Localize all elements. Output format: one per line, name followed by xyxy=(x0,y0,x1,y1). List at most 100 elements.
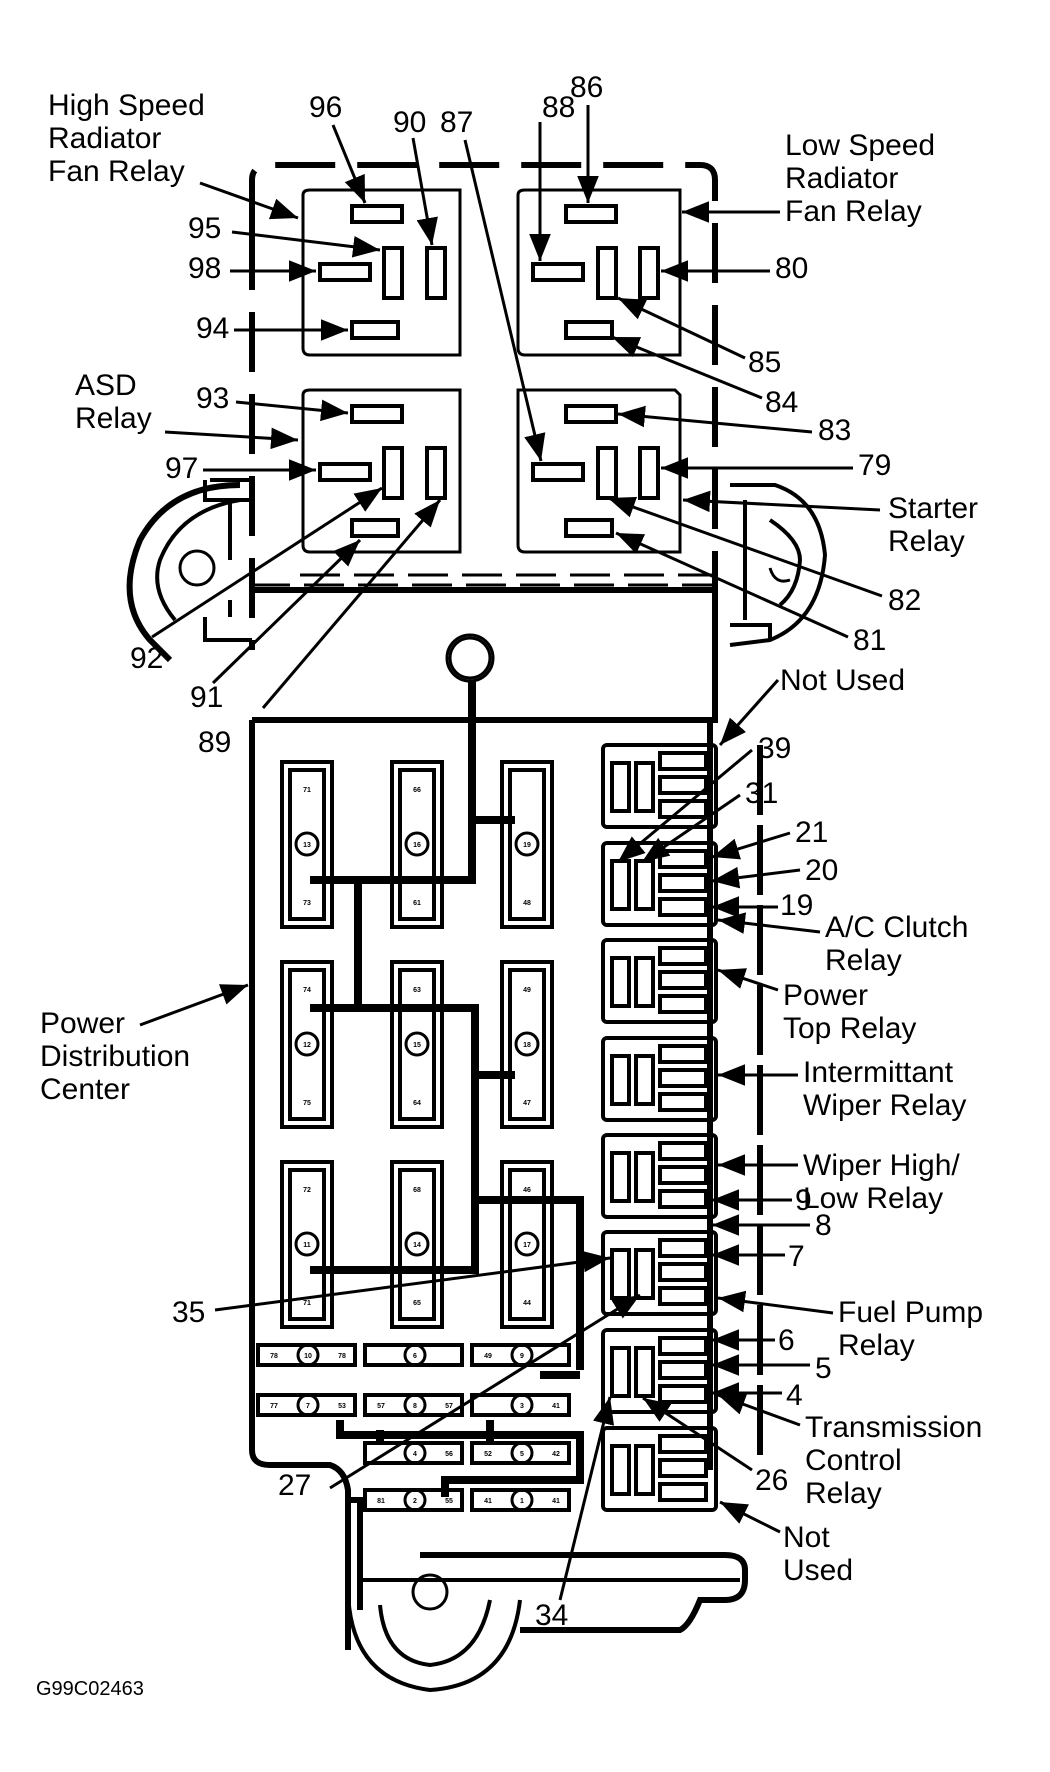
mini-fuse-6[interactable]: 6 xyxy=(363,1343,464,1367)
fuse-outer xyxy=(280,1160,334,1329)
fuse-number-ring-icon xyxy=(510,1343,534,1367)
relay-body xyxy=(601,1133,718,1219)
leader-arrow xyxy=(719,1500,781,1534)
relay-low-speed-fan[interactable] xyxy=(516,188,682,357)
relay-power-top[interactable] xyxy=(601,938,718,1024)
fuse-number: 15 xyxy=(413,1042,421,1049)
relay-pin xyxy=(658,1189,708,1209)
label-not-used-top: Not Used xyxy=(780,664,905,697)
terminal-label-19: 19 xyxy=(780,889,813,922)
relay-high-speed-fan[interactable] xyxy=(301,188,462,357)
leader-arrow xyxy=(617,405,813,434)
fuse-number-ring-icon xyxy=(404,831,430,857)
relay-pin xyxy=(658,897,708,917)
fuse-number-ring-icon xyxy=(296,1393,320,1417)
leader-arrow xyxy=(199,181,299,220)
fuse-outer xyxy=(500,1160,554,1329)
label-wiper-high-low-relay: Wiper High/Low Relay xyxy=(803,1149,960,1215)
relay-pin xyxy=(658,1360,708,1380)
relay-pin xyxy=(658,1092,708,1112)
fuse-number-ring-icon xyxy=(294,1031,320,1057)
relay-pin xyxy=(610,1346,631,1398)
leader-arrow xyxy=(235,399,349,422)
relay-pin xyxy=(610,1444,631,1496)
relay-pin xyxy=(658,1336,708,1356)
cartridge-fuse-grid: 1371731666611948127475156364184947117271… xyxy=(280,760,554,1329)
mini-fuse-9[interactable]: 949 xyxy=(470,1343,571,1367)
leader-arrow xyxy=(642,1396,753,1472)
relay-pin xyxy=(658,775,708,795)
relay-pin xyxy=(634,1248,655,1300)
terminal-label-88: 88 xyxy=(542,91,575,124)
relay-ac-clutch[interactable] xyxy=(601,841,718,927)
relay-pin xyxy=(658,970,708,990)
fuse-number: 3 xyxy=(520,1403,524,1410)
fuse-cavity-right: 55 xyxy=(445,1498,453,1505)
relay-pin xyxy=(634,859,655,911)
relay-starter[interactable] xyxy=(516,388,682,554)
terminal-88 xyxy=(531,262,585,282)
bottom-mount-hole-icon xyxy=(411,1573,449,1611)
fuse-cavity-top: 63 xyxy=(413,987,421,994)
terminal-label-8: 8 xyxy=(815,1209,832,1242)
relay-pin xyxy=(658,1458,708,1478)
fuse-inner xyxy=(288,1168,326,1321)
fuse-number: 19 xyxy=(523,842,531,849)
relay-fuel-pump[interactable] xyxy=(601,1230,718,1316)
relay-wiper-high-low[interactable] xyxy=(601,1133,718,1219)
relay-asd[interactable] xyxy=(301,388,462,554)
terminal-label-26: 26 xyxy=(755,1464,788,1497)
terminal-85 xyxy=(596,246,618,300)
relay-not-used-bottom[interactable] xyxy=(601,1426,718,1512)
leader-arrow xyxy=(617,748,753,864)
relay-pin xyxy=(658,994,708,1014)
terminal-86 xyxy=(564,204,618,224)
terminal-94 xyxy=(350,320,400,340)
fuse-cavity-top: 68 xyxy=(413,1187,421,1194)
fuse-number-ring-icon xyxy=(403,1488,427,1512)
leader-arrow xyxy=(331,124,367,204)
relay-intermittent-wiper[interactable] xyxy=(601,1036,718,1122)
fuse-cavity-bottom: 48 xyxy=(523,900,531,907)
terminal-label-4: 4 xyxy=(786,1379,803,1412)
terminal-label-81: 81 xyxy=(853,624,886,657)
fuse-cavity-top: 72 xyxy=(303,1187,311,1194)
relay-transmission-control[interactable] xyxy=(601,1328,718,1414)
relay-not-used-top[interactable] xyxy=(601,743,718,829)
fuse-cavity-top: 66 xyxy=(413,787,421,794)
relay-body xyxy=(601,1230,718,1316)
fuse-cavity-bottom: 71 xyxy=(303,1300,311,1307)
terminal-label-31: 31 xyxy=(745,777,778,810)
fuse-number-ring-icon xyxy=(514,831,540,857)
fuse-number: 1 xyxy=(520,1498,524,1505)
fuse-cavity-right: 78 xyxy=(338,1353,346,1360)
terminal-81 xyxy=(564,518,614,538)
fuse-number: 16 xyxy=(413,842,421,849)
terminal-label-86: 86 xyxy=(570,71,603,104)
relay-pin xyxy=(658,1482,708,1502)
fuse-number-ring-icon xyxy=(404,1231,430,1257)
